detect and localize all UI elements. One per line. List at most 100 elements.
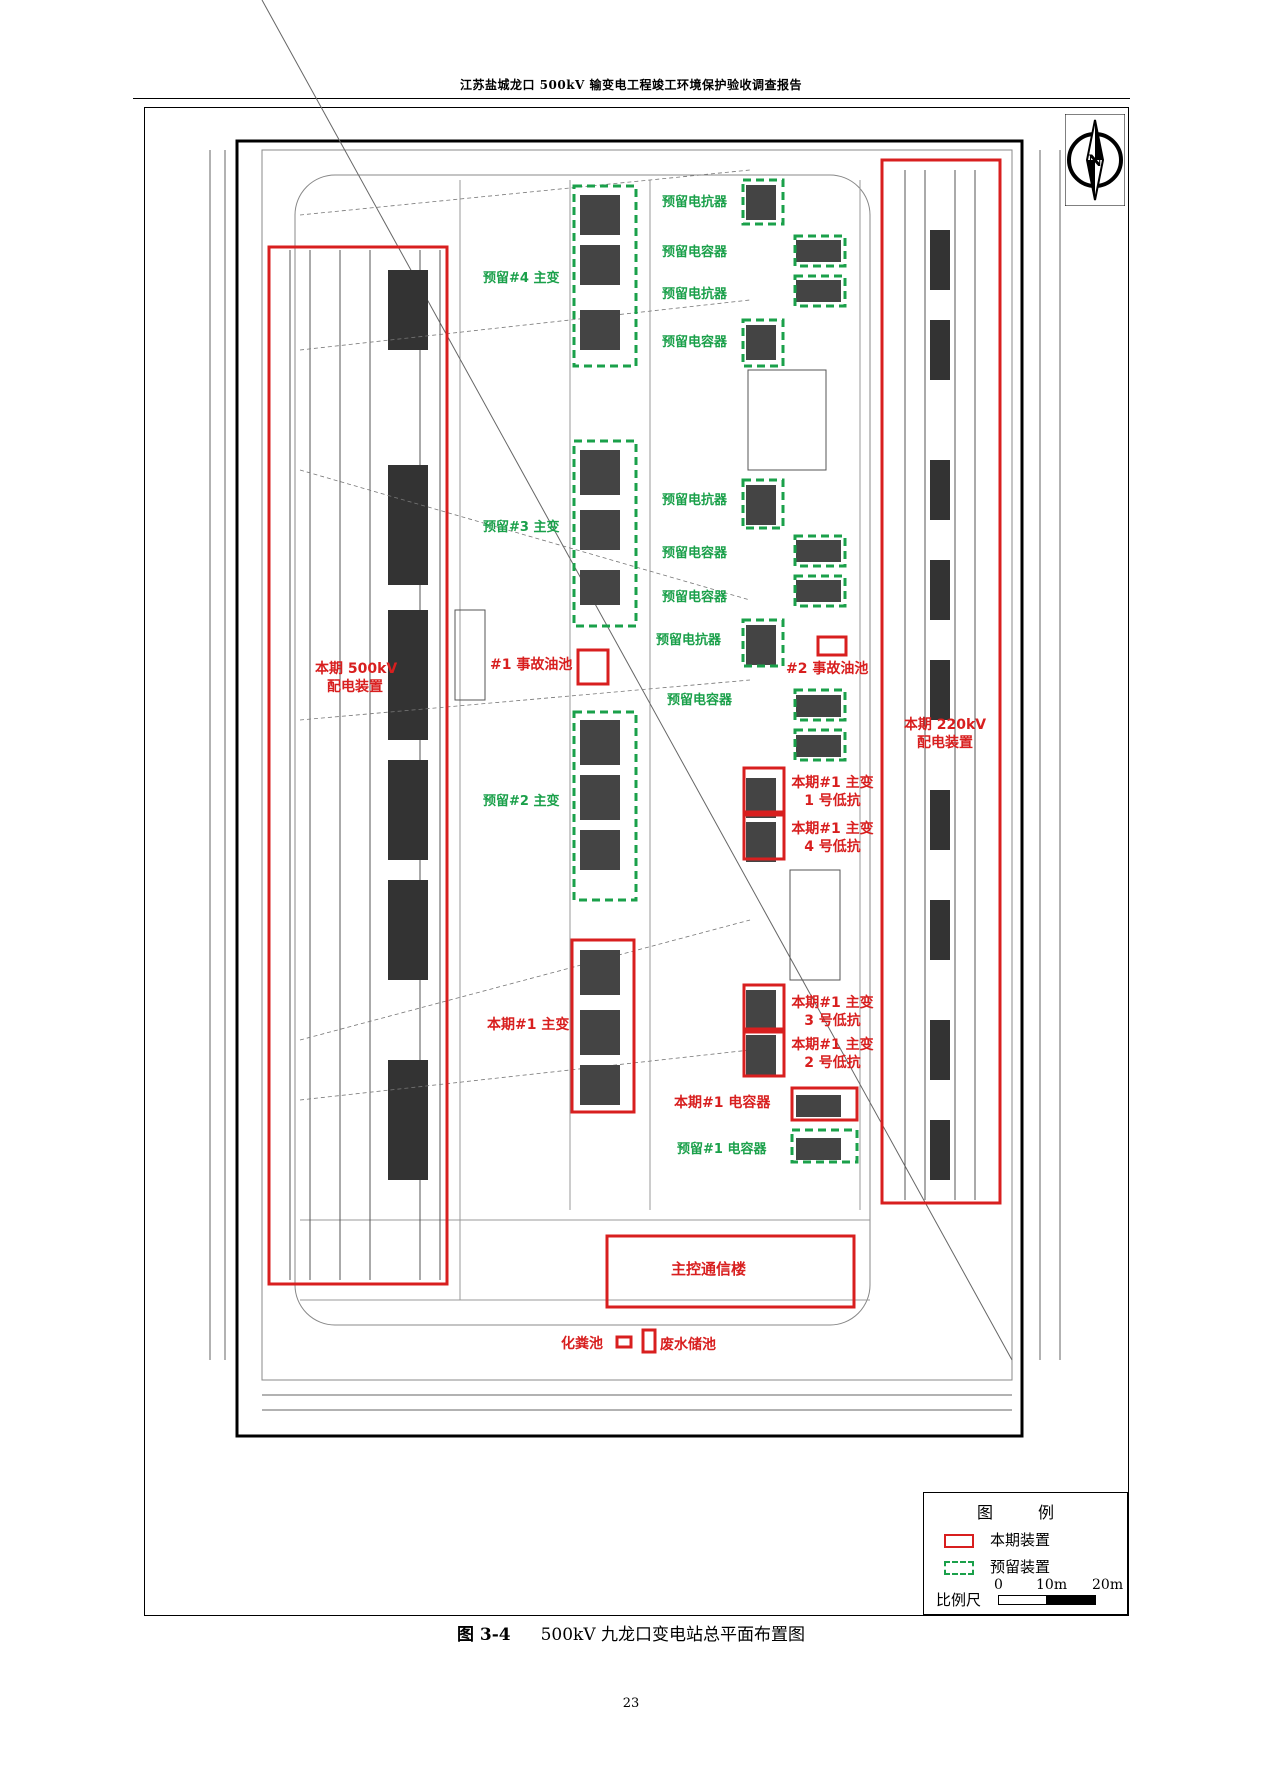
box-capacitor [790, 1086, 859, 1122]
label-low-3: 本期#1 主变 3 号低抗 [785, 994, 880, 1030]
switchgear-220kv-lines [904, 170, 976, 1200]
label-low-2-line1: 本期#1 主变 [791, 1037, 874, 1053]
north-compass: N [1065, 114, 1125, 206]
scale-tick-20: 20m [1092, 1577, 1124, 1593]
label-reserve-capacitor: 预留#1 电容器 [677, 1142, 767, 1157]
box-reserve-t4 [572, 184, 638, 368]
scale-bar-black [1046, 1595, 1096, 1605]
label-reserve-t4: 预留#4 主变 [483, 271, 560, 286]
box-reserve-t2 [572, 710, 638, 902]
box-reserve-r9 [793, 688, 847, 722]
box-reserve-r7 [793, 574, 847, 608]
label-low-2: 本期#1 主变 2 号低抗 [785, 1036, 880, 1072]
drawing-border [235, 139, 1024, 1438]
label-current-t1: 本期#1 主变 [487, 1017, 570, 1033]
label-reserve-reactor-d: 预留电容器 [662, 335, 728, 350]
label-low-1-line1: 本期#1 主变 [791, 775, 874, 791]
label-low-3-line1: 本期#1 主变 [791, 995, 874, 1011]
label-500kv-config: 本期 500kV 配电装置 [315, 660, 398, 696]
label-reserve-t2: 预留#2 主变 [483, 794, 560, 809]
box-reserve-r2 [793, 234, 847, 268]
box-low-1 [742, 766, 786, 814]
box-reserve-cap [790, 1128, 859, 1164]
relay-room-1 [747, 369, 827, 471]
label-reserve-reactor-i: 预留电容器 [667, 693, 733, 708]
reactor-glyphs [746, 185, 841, 1160]
label-low-4-line2: 4 号低抗 [804, 839, 861, 855]
switchgear-220kv-bays [930, 230, 950, 1180]
label-220kv-config-line1: 本期 220kV [903, 717, 987, 733]
header-rule [133, 98, 1130, 99]
box-oil-pool-2 [816, 635, 848, 657]
feeder-lines [299, 169, 751, 1101]
legend-title: 图 例 [976, 1503, 1075, 1522]
current-boxes [267, 158, 1002, 1354]
label-control-building: 主控通信楼 [671, 1260, 747, 1278]
box-reserve-r10 [793, 728, 847, 762]
fence [261, 149, 1013, 1381]
scale-tick-10: 10m [1036, 1577, 1068, 1593]
box-reserve-r4 [741, 318, 785, 368]
box-reserve-r1 [741, 178, 785, 226]
legend-swatch-current [944, 1534, 974, 1548]
box-oil-pool-1 [576, 648, 610, 686]
box-reserve-r6 [793, 534, 847, 568]
label-low-4: 本期#1 主变 4 号低抗 [785, 820, 880, 856]
box-reserve-r5 [741, 478, 785, 530]
box-reserve-r8 [741, 618, 785, 668]
legend-row-reserved: 预留装置 [944, 1556, 1050, 1577]
legend-swatch-reserved [944, 1561, 974, 1575]
label-oil-pool-1: #1 事故油池 [490, 657, 573, 673]
label-reserve-reactor-c: 预留电抗器 [662, 287, 728, 302]
label-500kv-config-line2: 配电装置 [327, 679, 383, 695]
label-reserve-reactor-g: 预留电容器 [662, 590, 728, 605]
box-reserve-r3 [793, 274, 847, 308]
transformer-bays [580, 195, 620, 1105]
figure-number: 图 3-4 [456, 1625, 511, 1645]
compass-label: N [1088, 151, 1103, 170]
box-low-3 [742, 983, 786, 1031]
storage-room [454, 609, 486, 701]
label-reserve-reactor-h: 预留电抗器 [656, 633, 722, 648]
label-500kv-config-line1: 本期 500kV [315, 661, 398, 677]
label-reserve-reactor-a: 预留电抗器 [662, 195, 728, 210]
label-low-1: 本期#1 主变 1 号低抗 [785, 774, 880, 810]
label-220kv-config: 本期 220kV 配电装置 [900, 716, 990, 752]
label-waste-pool: 废水储池 [660, 1337, 716, 1353]
box-low-4 [742, 813, 786, 861]
relay-room-2 [789, 869, 841, 981]
scale-tick-0: 0 [994, 1577, 1003, 1593]
box-500kv-config [267, 245, 449, 1286]
label-low-3-line2: 3 号低抗 [804, 1013, 861, 1029]
label-low-4-line1: 本期#1 主变 [791, 821, 874, 837]
box-control-building [605, 1234, 856, 1309]
label-septic-tank: 化粪池 [561, 1336, 603, 1352]
page-number: 23 [622, 1696, 640, 1711]
box-waste [641, 1328, 657, 1354]
report-header: 江苏盐城龙口 500kV 输变电工程竣工环境保护验收调查报告 [459, 78, 803, 92]
box-low-2 [742, 1030, 786, 1078]
legend-label-current: 本期装置 [990, 1531, 1051, 1549]
scale-bar-white [998, 1595, 1048, 1605]
label-current-capacitor: 本期#1 电容器 [674, 1095, 771, 1111]
reserved-boxes [572, 178, 859, 1164]
box-reserve-t3 [572, 439, 638, 628]
figure-title: 500kV 九龙口变电站总平面布置图 [540, 1625, 806, 1645]
figure-caption: 图 3-4 500kV 九龙口变电站总平面布置图 [0, 1620, 1262, 1645]
label-reserve-reactor-b: 预留电容器 [662, 245, 728, 260]
label-reserve-reactor-f: 预留电容器 [662, 546, 728, 561]
legend-scale-label: 比例尺 [936, 1591, 982, 1609]
label-low-1-line2: 1 号低抗 [804, 793, 861, 809]
legend-label-reserved: 预留装置 [990, 1558, 1051, 1576]
legend: 图 例 本期装置 预留装置 比例尺 0 10m 20m [923, 1492, 1128, 1615]
label-oil-pool-2: #2 事故油池 [786, 661, 869, 677]
label-reserve-reactor-e: 预留电抗器 [662, 493, 728, 508]
label-reserve-t3: 预留#3 主变 [483, 520, 560, 535]
box-220kv-config [880, 158, 1002, 1205]
label-low-2-line2: 2 号低抗 [804, 1055, 861, 1071]
box-septic [615, 1335, 633, 1349]
legend-row-current: 本期装置 [944, 1529, 1050, 1550]
switchgear-500kv-bays [388, 270, 428, 1180]
figure-frame [144, 107, 1129, 1616]
